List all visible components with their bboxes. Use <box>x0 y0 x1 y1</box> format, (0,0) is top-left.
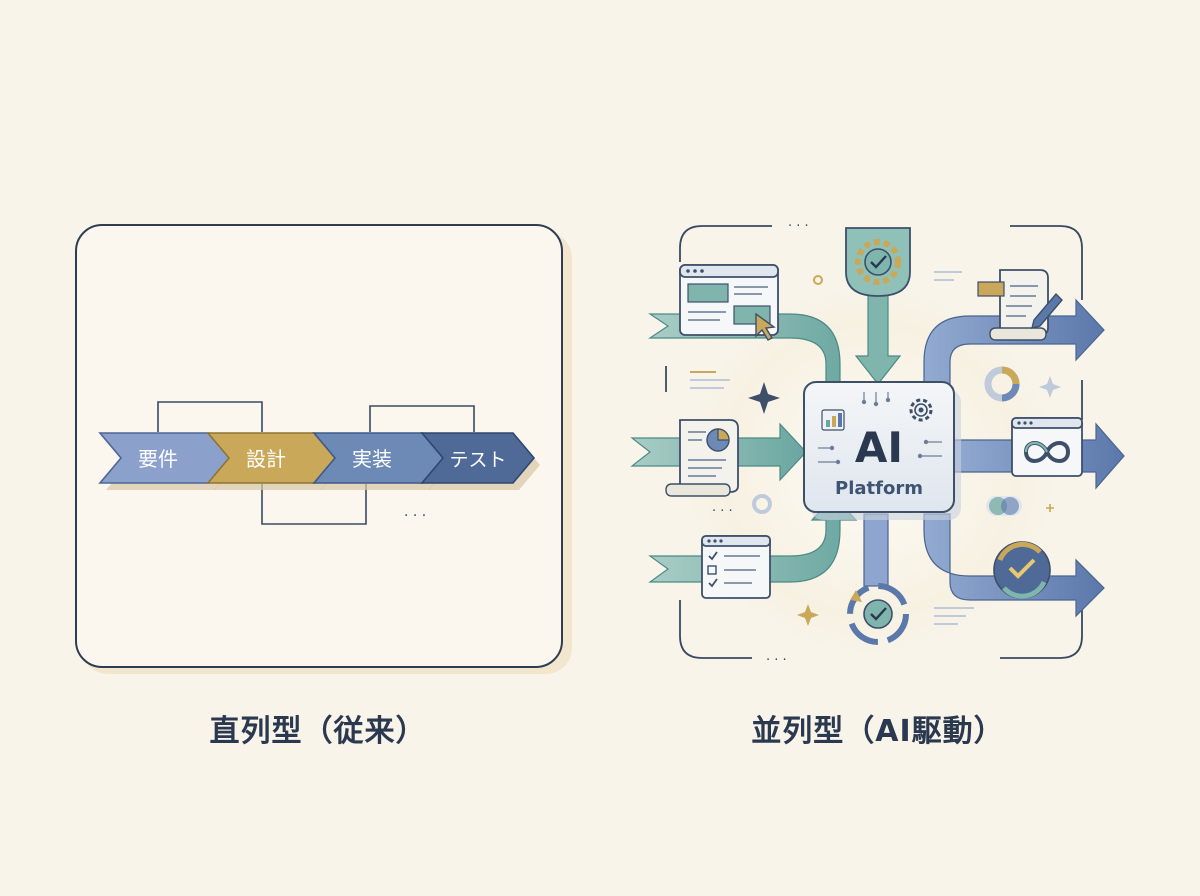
toggle-icon <box>986 496 1022 516</box>
corner-bracket-tl <box>679 225 772 262</box>
sparkle-icon <box>748 382 780 414</box>
corner-bracket-bl <box>679 600 752 659</box>
output-stem-bottom <box>863 513 889 587</box>
bracket-bottom <box>261 484 367 525</box>
infinity-window-icon <box>1011 417 1083 477</box>
corner-bracket-br <box>1000 600 1083 659</box>
corner-bracket-tr <box>1010 225 1083 300</box>
text-lines-decoration <box>690 271 974 625</box>
ellipsis-bottom: · · · <box>766 653 787 668</box>
browser-cursor-icon <box>679 264 779 341</box>
dot-decoration <box>813 275 823 285</box>
output-arrow-bottom <box>923 513 1105 618</box>
serial-panel: · · · 要件 設計 実装 テスト <box>75 224 572 674</box>
ellipsis-top: · · · <box>788 219 809 234</box>
step-test-chevron <box>420 432 536 484</box>
step-label: テスト <box>449 449 506 471</box>
bar-chart-icon <box>821 409 845 431</box>
hub-title: AI <box>855 423 903 472</box>
step-label: 実装 <box>352 447 392 471</box>
gear-check-icon <box>845 227 911 297</box>
ellipsis-left: · · · <box>712 504 733 519</box>
output-arrow-top <box>923 298 1105 389</box>
serial-caption: 直列型（従来） <box>209 714 427 749</box>
sparkle-icon <box>1039 376 1061 398</box>
circuit-lines <box>818 392 942 465</box>
serial-ellipsis: · · · <box>404 508 426 524</box>
bracket-top-2 <box>369 405 475 432</box>
ring-decoration <box>752 494 772 514</box>
step-label: 設計 <box>246 447 286 471</box>
sync-check-icon <box>993 541 1051 599</box>
ai-platform-hub: AI Platform <box>803 381 961 520</box>
cycle-check-icon <box>847 583 909 645</box>
step-label: 要件 <box>138 447 178 471</box>
plus-icon <box>1046 504 1054 512</box>
report-document-icon <box>665 419 739 497</box>
gear-icon <box>909 398 933 422</box>
donut-chart-icon <box>984 366 1020 402</box>
checklist-icon <box>701 535 771 599</box>
sparkle-icon <box>797 604 819 626</box>
parallel-caption: 並列型（AI駆動） <box>751 714 1005 749</box>
bracket-top-1 <box>157 401 263 432</box>
hub-subtitle: Platform <box>835 478 923 499</box>
parallel-panel: · · · · · · · · · <box>630 219 1125 680</box>
input-arrow-gear <box>854 291 902 385</box>
document-pen-icon <box>977 269 1063 341</box>
